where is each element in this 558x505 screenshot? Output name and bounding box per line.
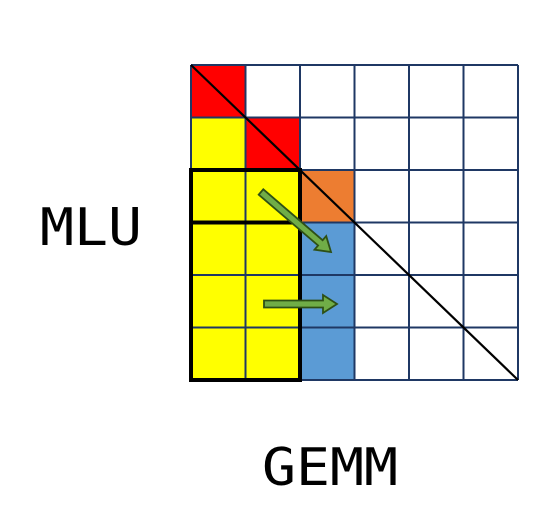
grid-cell — [300, 327, 355, 380]
grid-cell — [191, 275, 246, 328]
diagonal-line — [190, 64, 519, 381]
grid-cell — [191, 170, 246, 223]
diagonal-arrow — [257, 188, 333, 254]
arrows — [257, 188, 339, 315]
grid-cell — [245, 222, 300, 275]
gemm-label: GEMM — [262, 438, 398, 498]
grid-cell — [245, 327, 300, 380]
horizontal-arrow — [263, 293, 339, 315]
grid-cell — [191, 222, 246, 275]
mlu-label: MLU — [40, 198, 142, 258]
grid-cell — [191, 117, 246, 170]
grid-cell — [191, 327, 246, 380]
